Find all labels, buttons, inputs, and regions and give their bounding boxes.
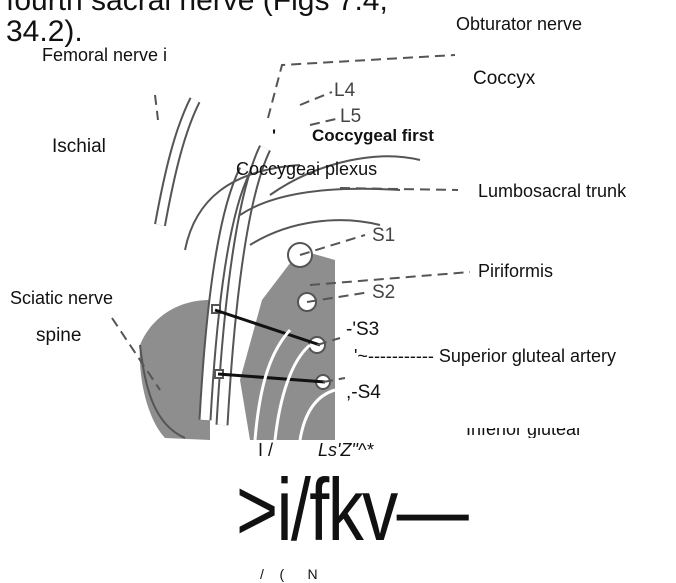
- ocr-fragment-b: Ls'Z"^*: [318, 441, 373, 459]
- label-sciatic-nerve: Sciatic nerve: [10, 289, 113, 307]
- label-root-s1: S1: [372, 226, 395, 245]
- label-ischial: Ischial: [52, 137, 106, 156]
- tick-mark: ': [272, 127, 276, 144]
- ocr-fragment-big: >i/fkv—: [236, 466, 467, 554]
- leader-l4: [300, 92, 332, 105]
- ocr-fragment-c: / ( N: [260, 567, 318, 581]
- label-root-l4: L4: [334, 81, 355, 100]
- leader-femoral: [155, 95, 158, 120]
- label-root-s4: ,-S4: [346, 383, 381, 402]
- label-spine: spine: [36, 326, 81, 345]
- label-root-s3: -'S3: [346, 320, 379, 339]
- label-obturator-nerve: Obturator nerve: [456, 15, 582, 33]
- label-root-l5: L5: [340, 107, 361, 126]
- ocr-fragment-a: I /: [258, 441, 273, 459]
- label-femoral-nerve: Femoral nerve i: [42, 46, 167, 64]
- label-coccygeal-first: Coccygeal first: [312, 127, 434, 144]
- label-piriformis: Piriformis: [478, 262, 553, 280]
- label-superior-gluteal-artery: '~----------- Superior gluteal artery: [354, 347, 616, 365]
- leader-obturator: [268, 55, 455, 118]
- label-lumbosacral-trunk: Lumbosacral trunk: [478, 182, 626, 200]
- plexus-curve-2: [240, 189, 400, 215]
- label-coccygeal-plexus: Coccygeai plexus: [236, 160, 377, 178]
- leader-l5: [310, 118, 340, 125]
- label-root-s2: S2: [372, 283, 395, 302]
- label-coccyx: Coccyx: [473, 69, 535, 88]
